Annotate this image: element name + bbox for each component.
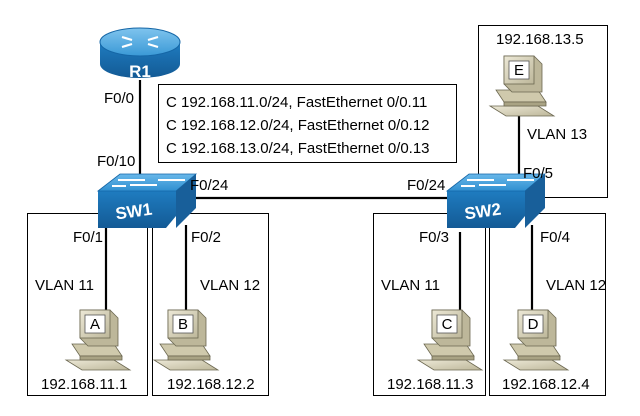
port-label-sw1-f0-24: F0/24 bbox=[190, 177, 228, 194]
vlan-label-d: VLAN 12 bbox=[546, 277, 606, 294]
route-line: C 192.168.11.0/24, FastEthernet 0/0.11 bbox=[166, 94, 427, 111]
switch1-name: SW1 bbox=[114, 200, 153, 224]
ip-label-d: 192.168.12.4 bbox=[502, 376, 590, 393]
port-label-r1-f0-0: F0/0 bbox=[104, 90, 134, 107]
switch-arrows-icon bbox=[112, 179, 185, 187]
switch-arrows-icon bbox=[461, 179, 534, 187]
vlan11-left-box bbox=[27, 213, 148, 396]
switch2-name: SW2 bbox=[463, 200, 502, 224]
ip-label-b: 192.168.12.2 bbox=[167, 376, 255, 393]
pc-d[interactable]: D bbox=[503, 309, 569, 371]
port-label-sw2-f0-24: F0/24 bbox=[407, 177, 445, 194]
ip-label-e: 192.168.13.5 bbox=[496, 31, 584, 48]
router-arrows-icon bbox=[121, 35, 159, 49]
vlan-label-b: VLAN 12 bbox=[200, 277, 260, 294]
pc-b[interactable]: B bbox=[153, 309, 219, 371]
pc-a-letter: A bbox=[90, 316, 100, 333]
vlan-label-c: VLAN 11 bbox=[381, 277, 440, 294]
vlan11-right-box bbox=[373, 213, 486, 396]
pc-b-letter: B bbox=[178, 316, 188, 333]
switch-sw2[interactable]: SW2 bbox=[445, 173, 547, 228]
pc-c[interactable]: C bbox=[417, 309, 483, 371]
pc-e-letter: E bbox=[514, 62, 524, 79]
switch-sw1[interactable]: SW1 bbox=[96, 173, 198, 228]
vlan-label-a: VLAN 11 bbox=[35, 277, 94, 294]
port-label-sw1-f0-2: F0/2 bbox=[191, 229, 221, 246]
port-label-sw2-f0-5: F0/5 bbox=[523, 165, 553, 182]
pc-d-letter: D bbox=[528, 316, 539, 333]
vlan12-right-box bbox=[489, 213, 606, 396]
port-label-sw2-f0-3: F0/3 bbox=[419, 229, 449, 246]
port-label-sw1-f0-10: F0/10 bbox=[97, 153, 135, 170]
route-line: C 192.168.13.0/24, FastEthernet 0/0.13 bbox=[166, 140, 430, 157]
ip-label-c: 192.168.11.3 bbox=[387, 376, 473, 393]
routing-table-box bbox=[158, 84, 457, 163]
router-r1[interactable]: R1 bbox=[99, 27, 181, 81]
pc-c-letter: C bbox=[442, 316, 453, 333]
pc-a[interactable]: A bbox=[65, 309, 131, 371]
ip-label-a: 192.168.11.1 bbox=[41, 376, 127, 393]
vlan-label-e: VLAN 13 bbox=[527, 126, 587, 143]
route-line: C 192.168.12.0/24, FastEthernet 0/0.12 bbox=[166, 117, 430, 134]
vlan12-left-box bbox=[152, 213, 269, 396]
port-label-sw2-f0-4: F0/4 bbox=[540, 229, 570, 246]
router-name: R1 bbox=[129, 62, 151, 81]
pc-e[interactable]: E bbox=[489, 55, 555, 117]
port-label-sw1-f0-1: F0/1 bbox=[73, 229, 103, 246]
